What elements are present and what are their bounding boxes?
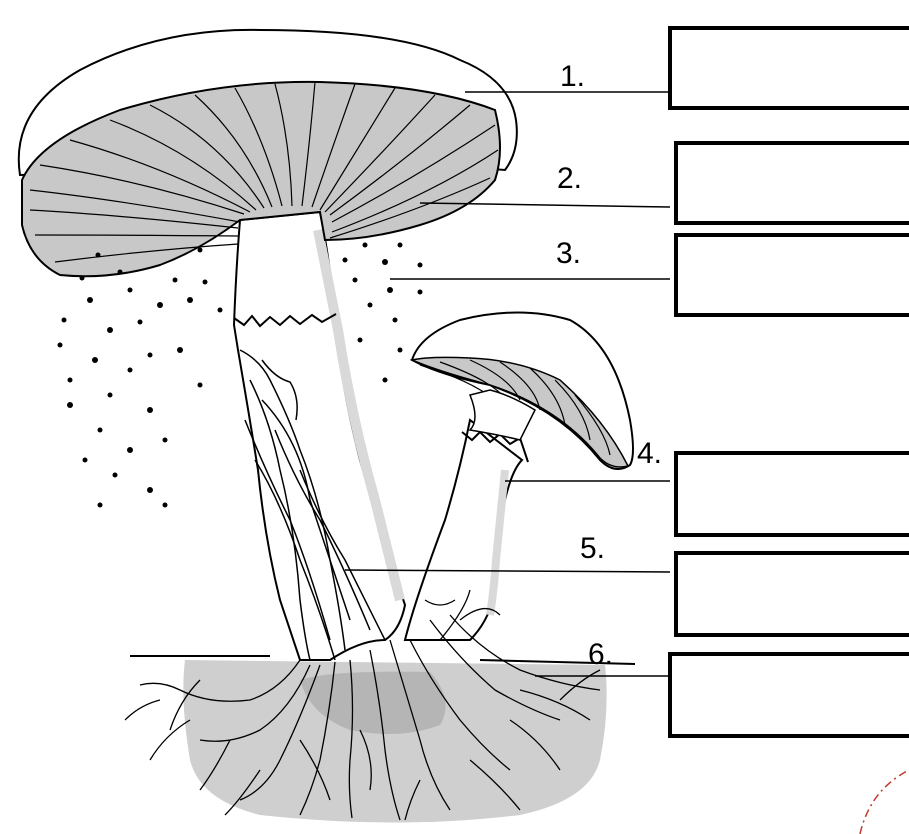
label-number-2: 2. [557,162,582,195]
answer-box-2[interactable] [676,143,909,223]
answer-box-1[interactable] [670,28,909,108]
label-number-6: 6. [588,638,613,671]
label-number-5: 5. [580,532,605,565]
answer-box-4[interactable] [676,453,909,535]
answer-box-3[interactable] [676,235,909,315]
label-number-4: 4. [637,437,662,470]
small-mushroom [405,313,633,641]
corner-dashed-arc [860,770,909,834]
answer-boxes[interactable] [670,28,909,736]
label-number-1: 1. [560,60,585,93]
answer-box-6[interactable] [670,654,909,736]
large-stalk [234,212,405,660]
label-number-3: 3. [556,237,581,270]
answer-box-5[interactable] [676,553,909,635]
soil-area [130,656,635,823]
